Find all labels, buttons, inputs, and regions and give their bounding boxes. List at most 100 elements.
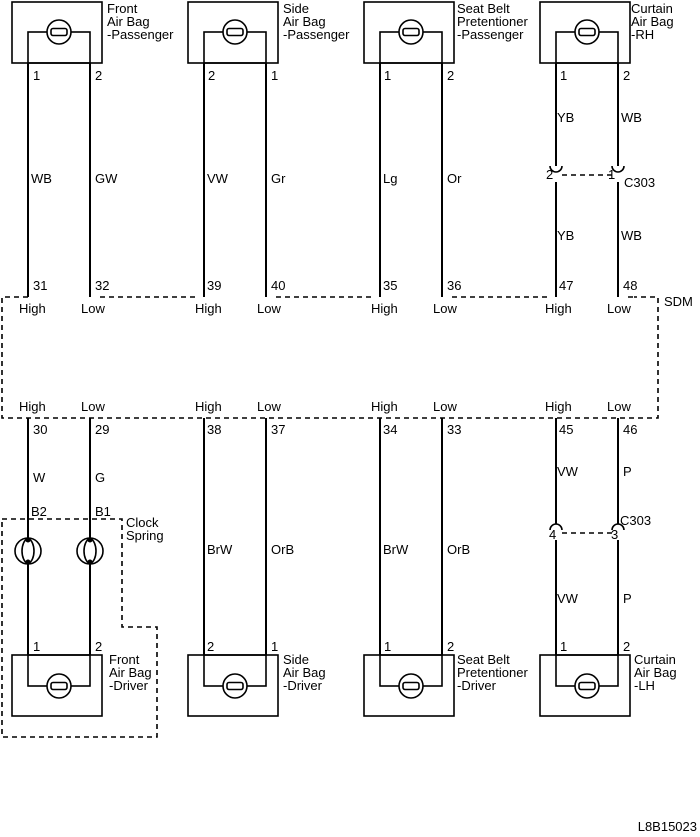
front-airbag-passenger-title-2: Air Bag [107, 14, 150, 29]
side-airbag-passenger-wire-color-a: VW [207, 171, 229, 186]
curtain-airbag-rh-title-3: -RH [631, 27, 654, 42]
side-airbag-passenger-title-2: Air Bag [283, 14, 326, 29]
seatbelt-pretensioner-passenger-sdm-high: High [371, 301, 398, 316]
side-airbag-passenger-sdm-pin-b: 40 [271, 278, 285, 293]
seatbelt-pretensioner-driver-sdm-high: High [371, 399, 398, 414]
seatbelt-pretensioner-passenger-pin-a: 1 [384, 68, 391, 83]
seatbelt-pretensioner-driver: High Low 34 33 BrW OrB 1 2 Seat Belt Pre… [363, 399, 528, 717]
front-airbag-driver-pin-a: 1 [33, 639, 40, 654]
seatbelt-pretensioner-passenger-title-2: Pretentioner [457, 14, 528, 29]
clock-spring-terminal-b-bottom [87, 559, 93, 565]
front-airbag-passenger-sdm-pin-b: 32 [95, 278, 109, 293]
curtain-airbag-rh-wire-color-a-lower: YB [557, 228, 574, 243]
curtain-airbag-lh: 4 3 C303 High Low 45 46 VW P VW P 1 2 Cu… [539, 399, 677, 717]
seatbelt-pretensioner-passenger-title-1: Seat Belt [457, 1, 510, 16]
curtain-airbag-lh-squib-element [578, 681, 596, 691]
clock-spring-pin-b: B1 [95, 504, 111, 519]
curtain-airbag-lh-wire-color-a-lower: VW [557, 591, 579, 606]
seatbelt-pretensioner-passenger-sdm-pin-b: 36 [447, 278, 461, 293]
curtain-airbag-rh-c303-pin-b-label: 1 [608, 167, 615, 182]
side-airbag-passenger-wire-color-b: Gr [271, 171, 286, 186]
side-airbag-driver-title-3: -Driver [283, 678, 323, 693]
seatbelt-pretensioner-driver-squib-icon [398, 673, 424, 699]
side-airbag-driver-wire-color-a: BrW [207, 542, 233, 557]
front-airbag-passenger-pin-a: 1 [33, 68, 40, 83]
front-airbag-driver: High Low 30 29 W G B2 B1 Clock Spring 1 … [1, 399, 164, 738]
curtain-airbag-lh-wire-color-b-upper: P [623, 464, 632, 479]
curtain-airbag-lh-c303-label: C303 [620, 513, 651, 528]
side-airbag-driver-pin-a: 2 [207, 639, 214, 654]
side-airbag-driver: High Low 38 37 BrW OrB 2 1 Side Air Bag … [187, 399, 326, 717]
seatbelt-pretensioner-driver-pin-b: 2 [447, 639, 454, 654]
front-airbag-driver-title-2: Air Bag [109, 665, 152, 680]
curtain-airbag-rh-pin-b: 2 [623, 68, 630, 83]
seatbelt-pretensioner-driver-wire-color-b: OrB [447, 542, 470, 557]
curtain-airbag-rh: 2 1 C303 Curtain Air Bag -RH 1 2 YB WB Y… [539, 1, 674, 316]
side-airbag-driver-sdm-low: Low [257, 399, 281, 414]
side-airbag-passenger-pin-b: 1 [271, 68, 278, 83]
seatbelt-pretensioner-driver-sdm-pin-a: 34 [383, 422, 397, 437]
curtain-airbag-rh-sdm-low: Low [607, 301, 631, 316]
curtain-airbag-rh-c303-pin-a [549, 165, 563, 173]
seatbelt-pretensioner-passenger-squib-icon [398, 19, 424, 45]
seatbelt-pretensioner-passenger: Seat Belt Pretentioner -Passenger 1 2 Lg… [363, 1, 528, 316]
side-airbag-passenger-sdm-high: High [195, 301, 222, 316]
curtain-airbag-rh-c303-label: C303 [624, 175, 655, 190]
front-airbag-passenger-pin-b: 2 [95, 68, 102, 83]
curtain-airbag-lh-sdm-high: High [545, 399, 572, 414]
curtain-airbag-lh-c303-pin-a [549, 523, 563, 531]
front-airbag-driver-wire-color-b: G [95, 470, 105, 485]
front-airbag-passenger: Front Air Bag -Passenger 1 2 WB GW 31 32… [11, 1, 174, 316]
front-airbag-passenger-sdm-pin-a: 31 [33, 278, 47, 293]
front-airbag-driver-sdm-pin-a: 30 [33, 422, 47, 437]
front-airbag-passenger-title-3: -Passenger [107, 27, 174, 42]
clock-spring-terminal-a-top [25, 537, 31, 543]
front-airbag-passenger-squib-icon [46, 19, 72, 45]
clock-spring-outline [1, 518, 158, 738]
curtain-airbag-lh-pin-a: 1 [560, 639, 567, 654]
side-airbag-passenger-pin-a: 2 [208, 68, 215, 83]
curtain-airbag-lh-title-1: Curtain [634, 652, 676, 667]
front-airbag-passenger-squib-element [50, 27, 68, 37]
side-airbag-passenger-sdm-low: Low [257, 301, 281, 316]
curtain-airbag-rh-sdm-pin-a: 47 [559, 278, 573, 293]
curtain-airbag-rh-c303-pin-a-label: 2 [546, 167, 553, 182]
front-airbag-driver-title-1: Front [109, 652, 140, 667]
side-airbag-passenger-sdm-pin-a: 39 [207, 278, 221, 293]
seatbelt-pretensioner-passenger-sdm-pin-a: 35 [383, 278, 397, 293]
seatbelt-pretensioner-driver-squib-element [402, 681, 420, 691]
curtain-airbag-rh-wire-color-b-upper: WB [621, 110, 642, 125]
clock-spring-terminal-a-bottom [25, 559, 31, 565]
curtain-airbag-rh-wire-color-b-lower: WB [621, 228, 642, 243]
side-airbag-driver-sdm-high: High [195, 399, 222, 414]
sdm-module-outline [1, 296, 659, 419]
front-airbag-driver-squib-icon [46, 673, 72, 699]
front-airbag-passenger-title-1: Front [107, 1, 138, 16]
clock-spring-pin-a: B2 [31, 504, 47, 519]
side-airbag-passenger-title-3: -Passenger [283, 27, 350, 42]
side-airbag-driver-title-2: Air Bag [283, 665, 326, 680]
seatbelt-pretensioner-driver-sdm-pin-b: 33 [447, 422, 461, 437]
curtain-airbag-lh-title-3: -LH [634, 678, 655, 693]
curtain-airbag-lh-title-2: Air Bag [634, 665, 677, 680]
curtain-airbag-rh-sdm-pin-b: 48 [623, 278, 637, 293]
front-airbag-driver-wire-color-a: W [33, 470, 46, 485]
curtain-airbag-rh-pin-a: 1 [560, 68, 567, 83]
front-airbag-passenger-sdm-high: High [19, 301, 46, 316]
clock-spring-title-1: Clock [126, 515, 159, 530]
curtain-airbag-rh-squib-element [578, 27, 596, 37]
curtain-airbag-lh-wire-color-b-lower: P [623, 591, 632, 606]
curtain-airbag-lh-squib-icon [574, 673, 600, 699]
curtain-airbag-lh-sdm-pin-b: 46 [623, 422, 637, 437]
clock-spring-terminal-b-top [87, 537, 93, 543]
curtain-airbag-rh-title-1: Curtain [631, 1, 673, 16]
front-airbag-driver-squib-element [50, 681, 68, 691]
side-airbag-driver-pin-b: 1 [271, 639, 278, 654]
seatbelt-pretensioner-driver-title-1: Seat Belt [457, 652, 510, 667]
seatbelt-pretensioner-passenger-squib-element [402, 27, 420, 37]
seatbelt-pretensioner-driver-pin-a: 1 [384, 639, 391, 654]
front-airbag-passenger-sdm-low: Low [81, 301, 105, 316]
curtain-airbag-rh-squib-icon [574, 19, 600, 45]
front-airbag-driver-title-3: -Driver [109, 678, 149, 693]
